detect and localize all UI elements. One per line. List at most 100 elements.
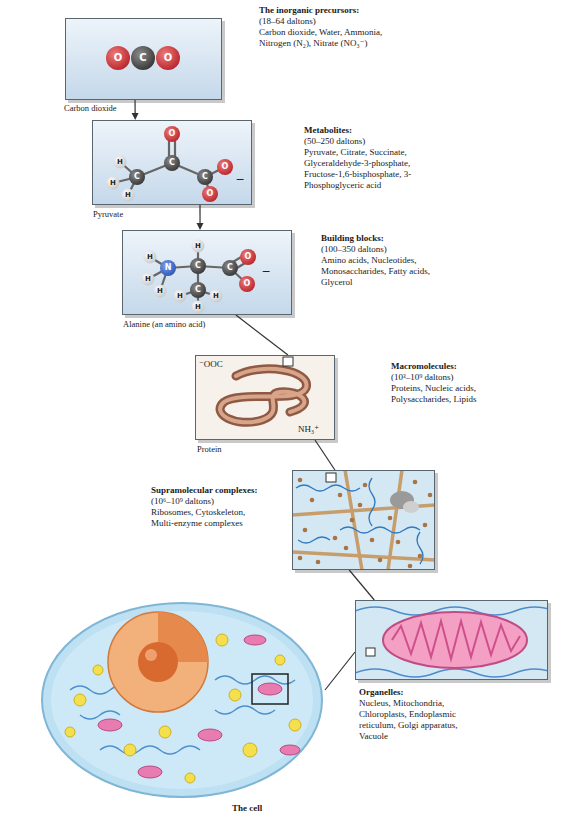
atom-label: C — [133, 52, 153, 64]
examples: Pyruvate, Citrate, Succinate, Glyceralde… — [304, 147, 434, 191]
connector — [349, 570, 374, 600]
heading: Building blocks: — [321, 233, 384, 244]
atom-label: H — [103, 179, 123, 188]
supramolecular-illustration — [403, 501, 419, 513]
cell-illustration — [40, 600, 325, 800]
heading: Organelles: — [359, 687, 404, 698]
examples: Carbon dioxide, Water, Ammonia, Nitrogen… — [259, 27, 399, 49]
pyruvate-atoms — [107, 126, 234, 202]
supramolecular-illustration — [423, 523, 428, 528]
cell-illustration — [216, 634, 228, 646]
supramolecular-illustration — [298, 478, 303, 483]
heading: The inorganic precursors: — [259, 5, 359, 16]
frame-shadow — [68, 21, 551, 683]
atom-label: O — [238, 252, 258, 262]
supramolecular-illustration — [370, 538, 375, 543]
supramolecular-illustration — [345, 470, 362, 570]
protein-coil — [220, 369, 306, 422]
cell-illustration — [100, 746, 200, 754]
cell-illustration — [258, 683, 282, 695]
connector-line — [199, 205, 200, 224]
frame-background — [122, 230, 292, 315]
caption: Pyruvate — [93, 209, 123, 220]
supramolecular-illustration — [338, 493, 343, 498]
caption: Protein — [197, 444, 222, 455]
supramolecular-illustration — [369, 478, 375, 526]
atom-label: N — [158, 263, 178, 273]
charge-label: − — [230, 173, 250, 186]
atom-label: H — [206, 292, 226, 301]
arrowhead — [197, 223, 204, 230]
size-range: (10⁶–10⁹ daltons) — [151, 496, 214, 507]
connector — [132, 100, 139, 120]
heading: Macromolecules: — [391, 361, 457, 372]
cell-illustration — [98, 719, 122, 731]
image-frame: Organelles:Nucleus, Mitochondria, Chloro… — [355, 600, 548, 680]
supramolecular-illustration — [292, 470, 435, 570]
atom-label: C — [195, 172, 215, 182]
cell-illustration — [198, 729, 222, 741]
connector-line — [134, 100, 135, 114]
connector-line — [349, 570, 374, 600]
atom-label: O — [215, 162, 235, 172]
supramolecular-illustration — [292, 552, 435, 560]
supramolecular-illustration — [326, 473, 336, 482]
atom-label: H — [188, 303, 208, 312]
supramolecular-illustration — [408, 564, 413, 569]
supramolecular-illustration — [344, 546, 349, 551]
examples: Proteins, Nucleic acids, Polysaccharides… — [391, 383, 503, 405]
connector — [325, 652, 355, 690]
carbon-dioxide-molecule — [106, 46, 180, 70]
examples: Amino acids, Nucleotides, Monosaccharide… — [321, 255, 451, 288]
atom-label: C — [220, 263, 240, 273]
supramolecular-illustration — [340, 527, 420, 533]
mitochondrion-illustration — [355, 607, 548, 677]
cell-illustration — [108, 612, 208, 712]
cell-illustration — [51, 611, 313, 789]
supramolecular-illustration — [292, 470, 435, 570]
size-range: (10³–10⁹ daltons) — [391, 372, 454, 383]
terminal-label: NH₃⁺ — [298, 424, 319, 435]
cell-illustration — [289, 719, 301, 731]
atom-label: H — [118, 191, 138, 200]
mitochondrion-illustration — [383, 612, 527, 668]
carbon-dioxide-molecule — [131, 46, 155, 70]
cell-illustration — [42, 603, 322, 797]
atom-label: O — [108, 52, 128, 64]
connector-line — [236, 315, 288, 355]
cell-illustration — [124, 744, 136, 756]
terminal-label: ⁻OOC — [199, 359, 223, 370]
supramolecular-illustration — [396, 540, 401, 545]
cell-illustration — [74, 694, 86, 706]
cell-illustration — [252, 674, 288, 704]
supramolecular-illustration — [418, 554, 423, 559]
cell-illustration — [244, 635, 266, 645]
connector-line — [315, 440, 335, 470]
cell-illustration — [215, 676, 295, 684]
atom-label: H — [138, 275, 158, 284]
atom-label: C — [127, 172, 147, 182]
frame-background — [65, 18, 222, 100]
connector — [197, 205, 204, 230]
caption: Carbon dioxide — [64, 103, 117, 114]
supramolecular-illustration — [388, 516, 393, 521]
frame-background — [355, 600, 548, 680]
caption: The cell — [232, 803, 262, 814]
frame-background — [292, 470, 435, 570]
supramolecular-illustration — [413, 480, 418, 485]
caption: Alanine (an amino acid) — [123, 319, 205, 330]
frame-background — [92, 120, 252, 205]
alanine-atoms — [142, 240, 257, 314]
supramolecular-illustration — [298, 478, 433, 569]
supramolecular-illustration — [333, 536, 338, 541]
atom-label: C — [188, 261, 208, 271]
image-frame: Supramolecular complexes:(10⁶–10⁹ dalton… — [292, 470, 435, 570]
connector — [315, 440, 335, 470]
cell-illustration — [65, 727, 75, 737]
cell-illustration — [65, 634, 301, 783]
connector — [236, 315, 288, 355]
mitochondrion-illustration — [355, 607, 548, 677]
atom-label: H — [170, 292, 190, 301]
cell-illustration — [275, 655, 285, 665]
charge-label: − — [256, 265, 276, 278]
